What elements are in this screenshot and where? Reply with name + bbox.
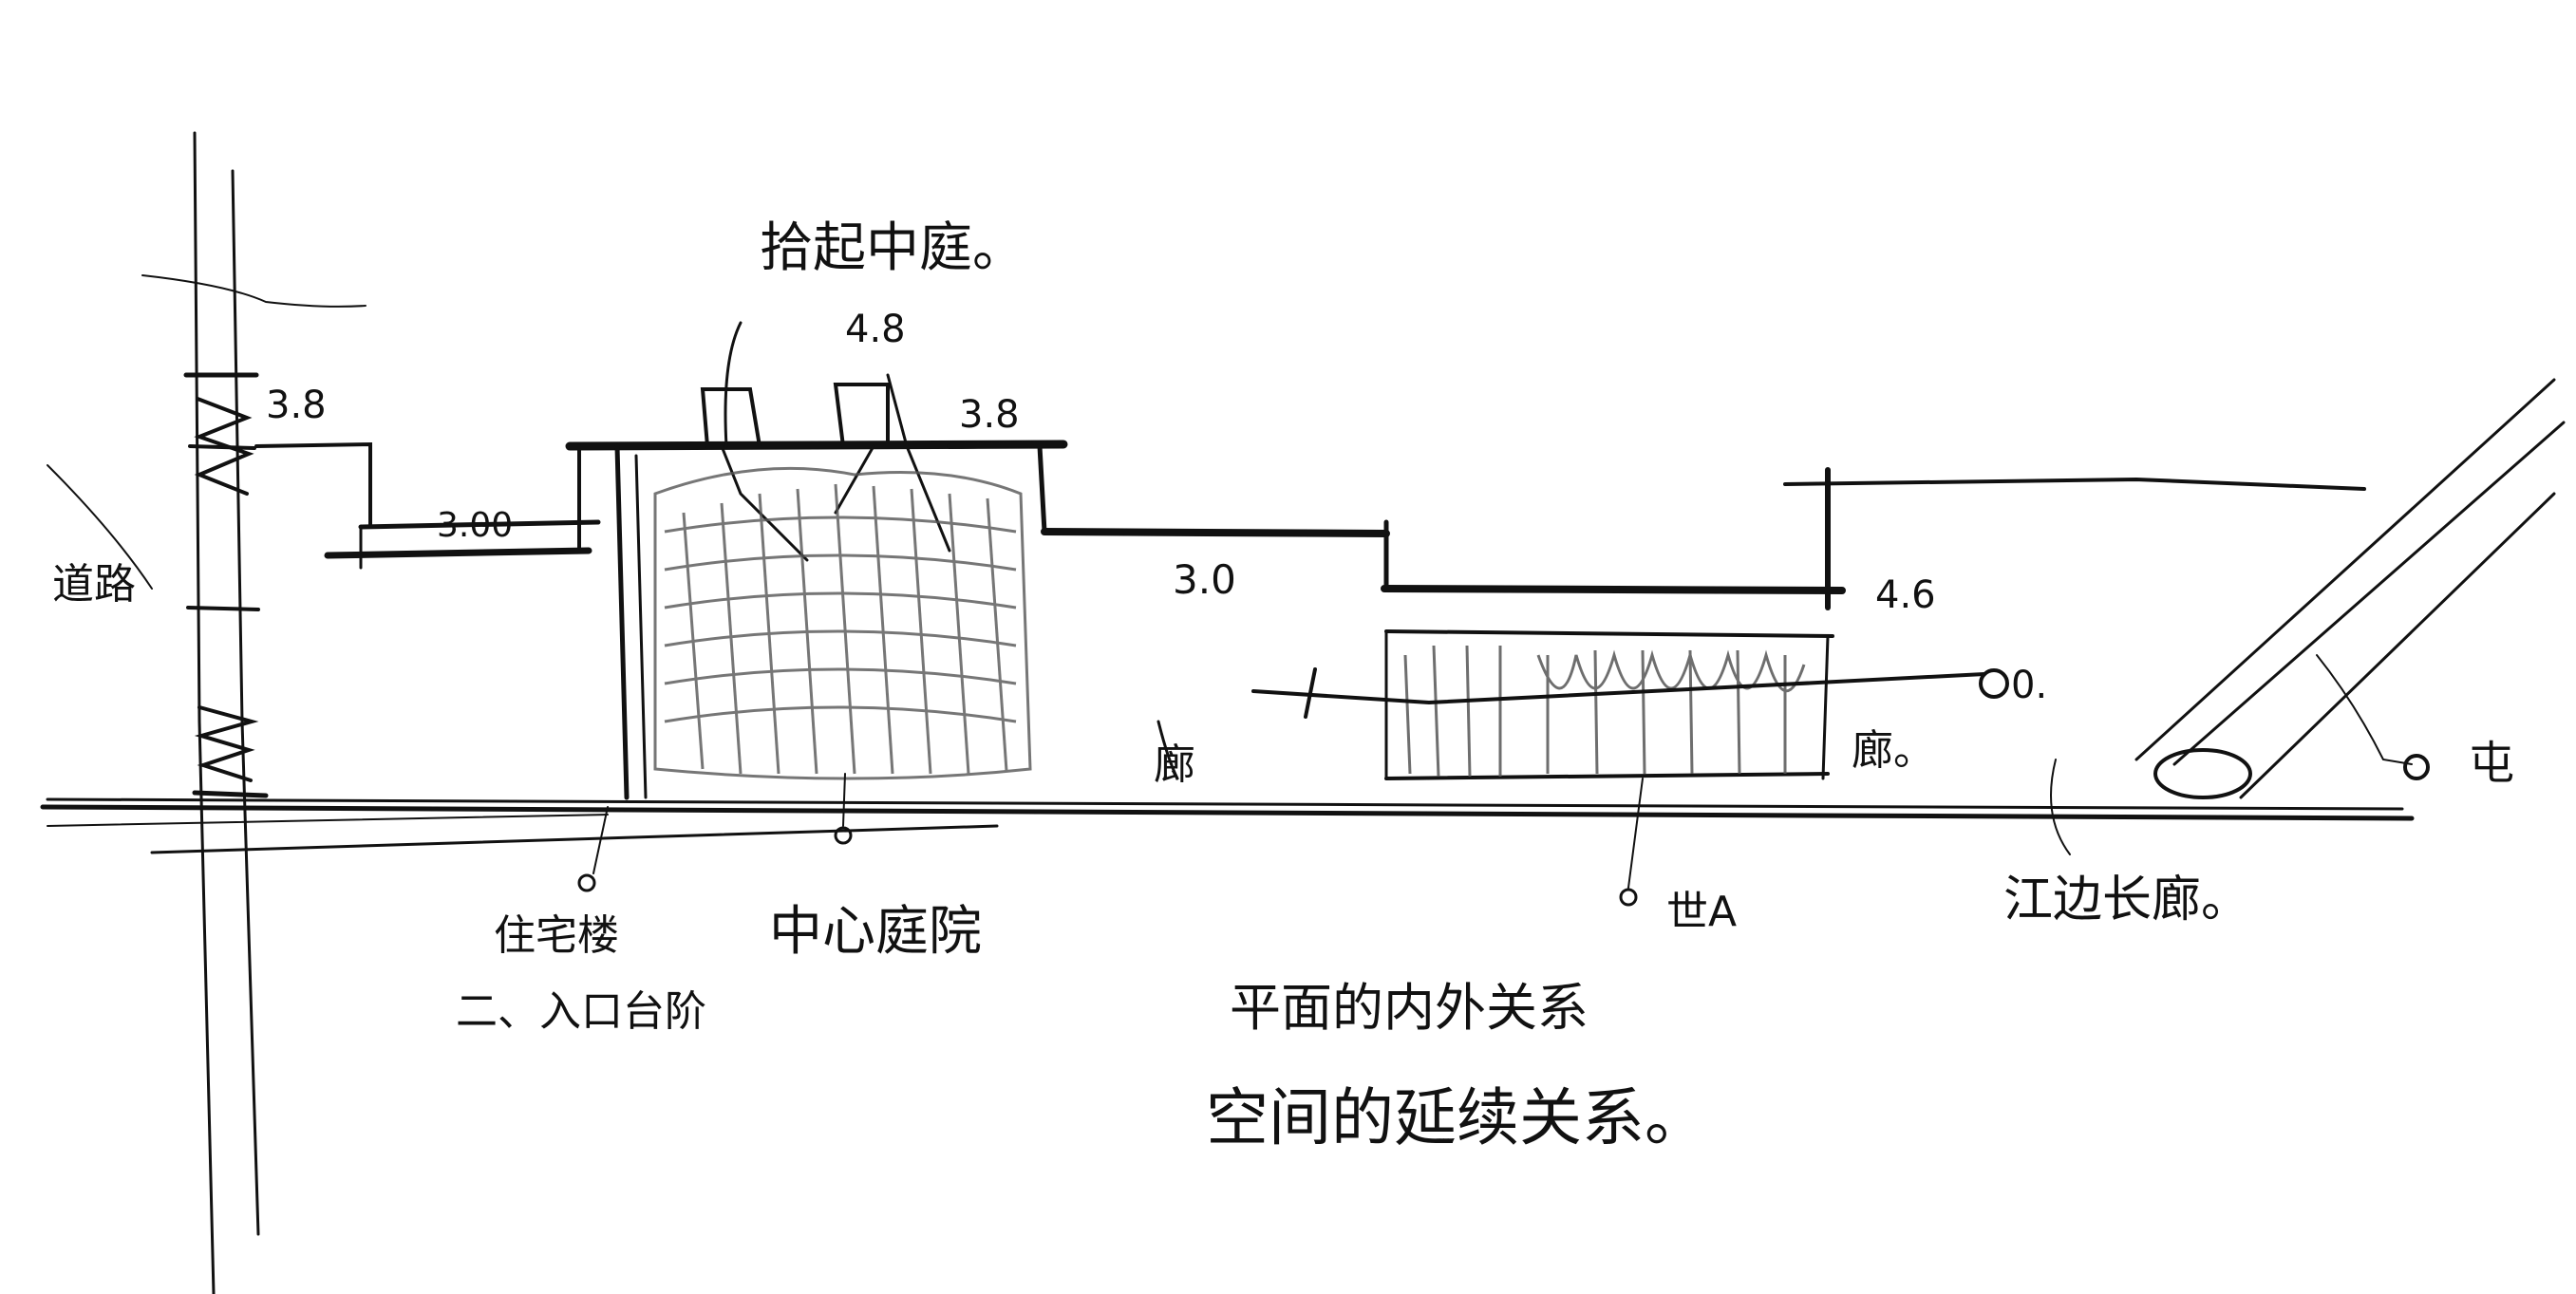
ground-lines (40, 797, 2415, 854)
left-bottom-label-1: 住宅楼 (494, 911, 619, 960)
central-hall-hatching (653, 466, 1032, 780)
leader-lines (577, 720, 1644, 907)
mid-marker-label: 廊 (1154, 741, 1195, 789)
central-hall (565, 321, 1068, 800)
circulation-arrow (1251, 667, 2009, 719)
top-title: 拾起中庭。 (760, 217, 1025, 279)
central-hall-side: 3.8 (959, 393, 1020, 437)
note-line-2: 空间的延续关系。 (1206, 1081, 1707, 1154)
text-labels: 拾起中庭。 道路 住宅楼 二、入口台阶 中心庭院 廊 廊。 0. 世A 江边长廊… (52, 217, 2514, 1036)
left-bottom-label-2: 二、入口台阶 (456, 987, 706, 1036)
left-tower (47, 131, 367, 1294)
right-bottom-label: 世A (1666, 888, 1737, 936)
right-marker-label: 廊。 (1852, 726, 1935, 775)
left-tower-height: 3.8 (266, 384, 327, 427)
right-circle-label: 0. (2011, 664, 2047, 707)
right-block (1384, 629, 1834, 780)
central-bottom-label: 中心庭院 (769, 901, 982, 963)
mid-block-height: 3.0 (1173, 556, 1236, 603)
middle-roof (1041, 467, 2366, 610)
right-ramp (2050, 378, 2566, 855)
far-right-bottom-label: 江边长廊。 (2003, 872, 2250, 928)
right-block-hatching (1403, 645, 1806, 778)
central-hall-top: 4.8 (845, 308, 906, 351)
dimension-labels: 3.8 3.00 4.8 3.8 3.0 4.6 (266, 308, 1936, 617)
left-podium (254, 441, 601, 570)
far-right-edge-label: 屯 (2469, 737, 2514, 790)
notes: 平面的内外关系 空间的延续关系。 (1206, 978, 1707, 1154)
note-line-1: 平面的内外关系 (1230, 978, 1589, 1038)
left-edge-label: 道路 (52, 560, 136, 609)
right-block-height: 4.6 (1875, 573, 1936, 617)
left-podium-height: 3.00 (437, 506, 513, 545)
